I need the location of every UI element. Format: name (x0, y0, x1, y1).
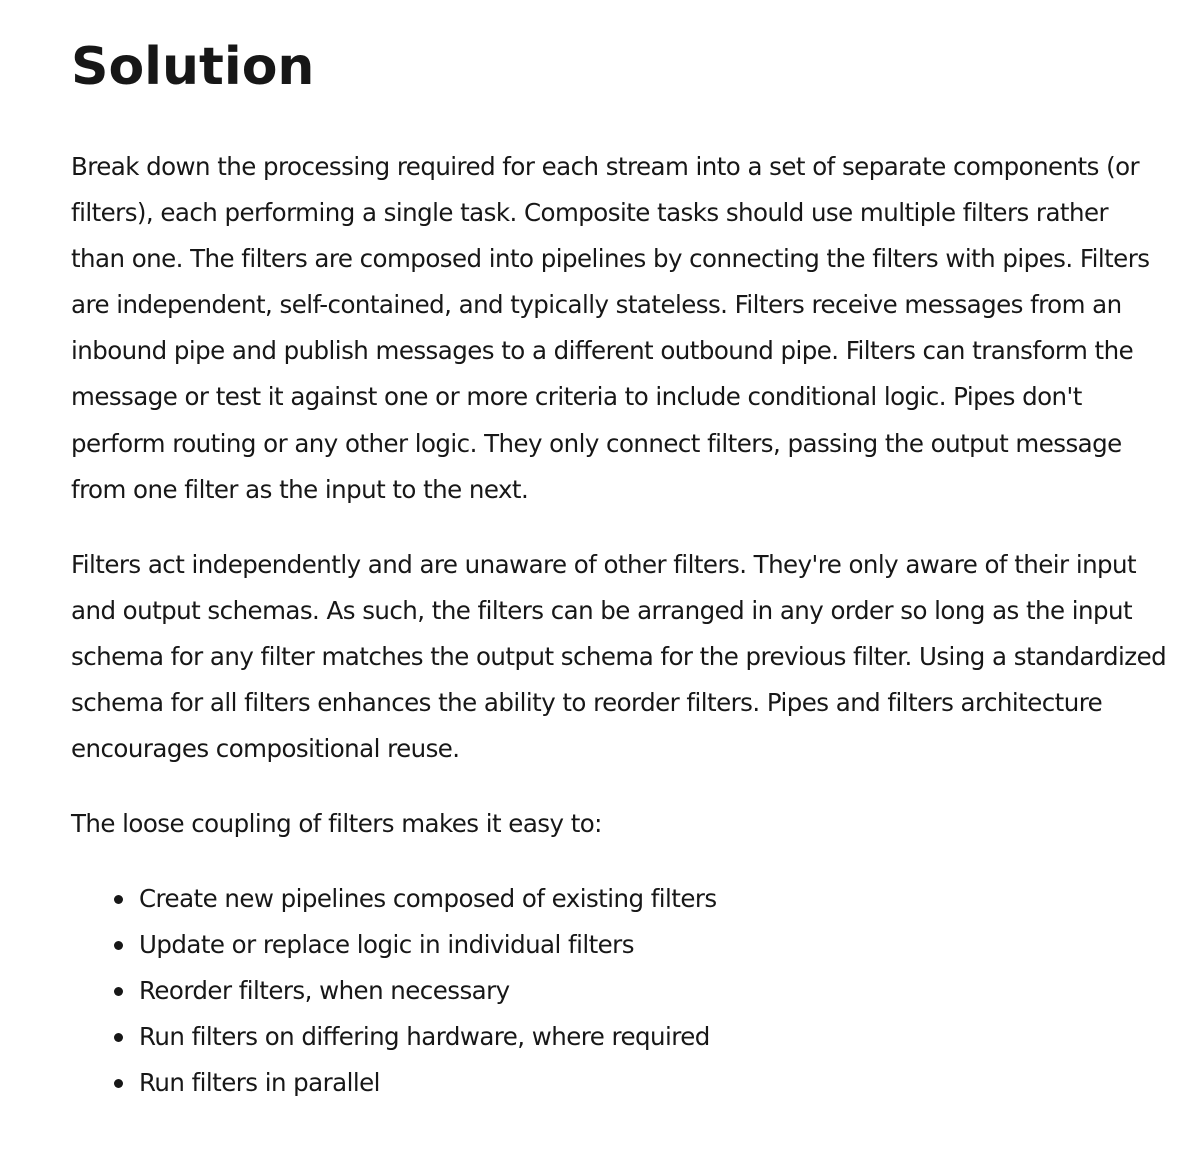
bullet-icon (114, 1033, 123, 1043)
list-item: Reorder filters, when necessary (114, 968, 1168, 1014)
list-item-text: Run filters on differing hardware, where… (139, 1022, 710, 1052)
paragraph-loose-coupling-intro: The loose coupling of filters makes it e… (71, 809, 602, 839)
list-item-text: Update or replace logic in individual fi… (139, 930, 634, 960)
section-heading: Solution (71, 37, 315, 97)
list-item: Create new pipelines composed of existin… (114, 876, 1168, 922)
bullet-icon (114, 987, 123, 997)
list-item: Update or replace logic in individual fi… (114, 922, 1168, 968)
list-item: Run filters in parallel (114, 1060, 1168, 1106)
paragraph-filter-independence: Filters act independently and are unawar… (71, 549, 1167, 764)
paragraph-solution-overview: Break down the processing required for e… (71, 152, 1150, 504)
list-item-text: Run filters in parallel (139, 1068, 380, 1098)
list-item-text: Reorder filters, when necessary (139, 976, 510, 1006)
bullet-icon (114, 1079, 123, 1089)
bullet-icon (114, 895, 123, 905)
list-item-text: Create new pipelines composed of existin… (139, 884, 717, 914)
bullet-icon (114, 941, 123, 951)
list-item: Run filters on differing hardware, where… (114, 1014, 1168, 1060)
benefits-list: Create new pipelines composed of existin… (71, 876, 1168, 1106)
